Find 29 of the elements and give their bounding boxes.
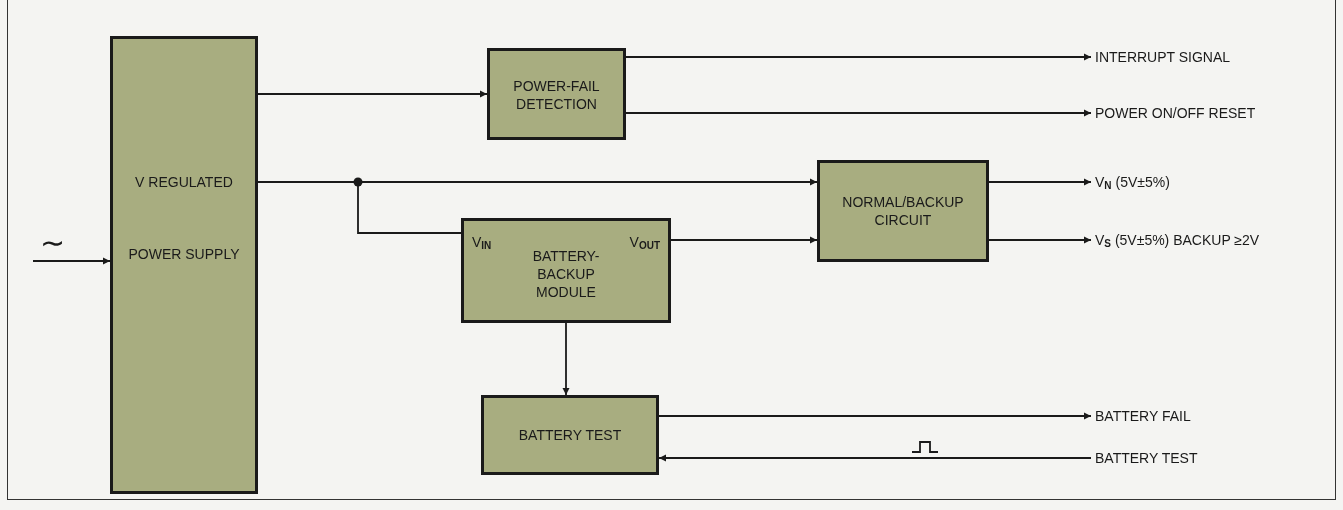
arrow xyxy=(562,322,570,396)
arrow xyxy=(988,178,1092,186)
box-label: BATTERY TEST xyxy=(517,426,623,444)
arrow xyxy=(658,412,1092,420)
signal-label: POWER ON/OFF RESET xyxy=(1095,103,1256,123)
box-label: POWER-FAIL DETECTION xyxy=(512,77,601,113)
arrow xyxy=(658,454,1092,462)
process-box xyxy=(487,48,626,140)
process-box xyxy=(461,218,671,323)
box-label: V REGULATED xyxy=(134,173,234,191)
signal-label: INTERRUPT SIGNAL xyxy=(1095,47,1231,67)
signal-label: V$_{N}$ (5V±5%) xyxy=(1095,172,1170,192)
signal-label: BATTERY TEST xyxy=(1095,448,1198,468)
box-label: BATTERY- BACKUP MODULE xyxy=(531,247,601,301)
arrow xyxy=(257,90,488,98)
process-box xyxy=(110,36,258,494)
process-box xyxy=(481,395,659,475)
box-label: POWER SUPPLY xyxy=(127,245,241,263)
arrow xyxy=(625,53,1092,61)
arrow xyxy=(670,236,818,244)
box-label: V$_{IN}$ xyxy=(472,233,492,253)
arrow xyxy=(988,236,1092,244)
box-label: V$_{OUT}$ xyxy=(629,233,660,253)
arrow xyxy=(625,109,1092,117)
arrow xyxy=(32,257,111,265)
process-box xyxy=(817,160,989,262)
signal-label: BATTERY FAIL xyxy=(1095,406,1191,426)
signal-label: V$_{S}$ (5V±5%) BACKUP ≥2V xyxy=(1095,230,1260,250)
box-label: NORMAL/BACKUP CIRCUIT xyxy=(841,193,965,229)
